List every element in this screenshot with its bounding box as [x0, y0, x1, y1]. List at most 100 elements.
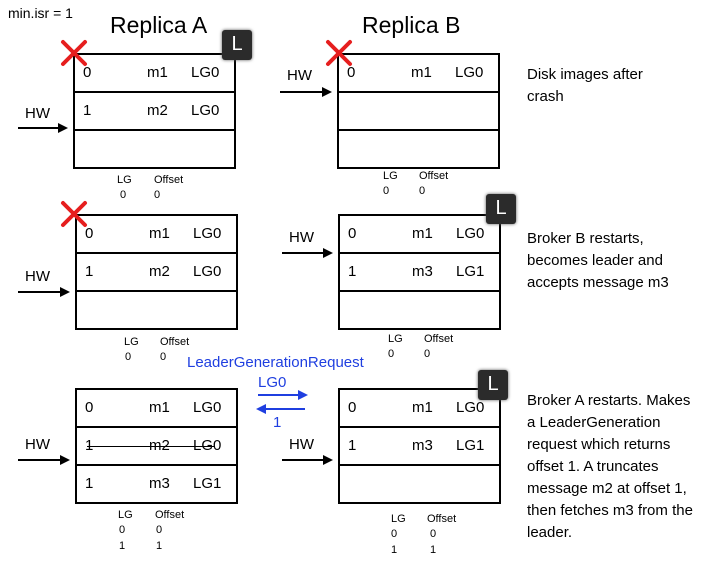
lg-column-header: LG [118, 509, 133, 521]
entry-generation: LG0 [456, 399, 485, 416]
entry-message: m3 [412, 437, 433, 454]
offset-column-header: Offset [160, 336, 190, 348]
response-payload: 1 [273, 414, 282, 431]
replica-b-log-row2: 0 m1 LG0 1 m3 LG1 [338, 214, 501, 330]
description-line: accepts message m3 [527, 274, 669, 291]
offset-column-header: Offset [155, 509, 185, 521]
lg-value: 1 [391, 544, 398, 556]
request-payload: LG0 [258, 374, 287, 391]
log-entry: 1 m3 LG1 [340, 254, 499, 292]
log-entry: 0 m1 LG0 [75, 55, 234, 93]
lg-value: 0 [120, 189, 127, 201]
offset-column-header: Offset [154, 174, 184, 186]
entry-offset: 1 [85, 437, 94, 454]
lg-column-header: LG [124, 336, 139, 348]
hw-label: HW [25, 436, 50, 453]
offset-value: 0 [430, 528, 437, 540]
description-line: crash [527, 88, 564, 105]
entry-generation: LG0 [456, 225, 485, 242]
replica-a-log-row1: 0 m1 LG0 1 m2 LG0 [73, 53, 236, 169]
entry-message: m1 [149, 225, 170, 242]
entry-generation: LG1 [456, 263, 485, 280]
entry-generation: LG0 [193, 437, 222, 454]
entry-generation: LG0 [193, 225, 222, 242]
log-entry: 1 m3 LG1 [340, 428, 499, 466]
entry-message: m1 [412, 225, 433, 242]
description-line: offset 1. A truncates [527, 458, 659, 475]
entry-generation: LG0 [191, 64, 220, 81]
row3-description: Broker A restarts. Makes a LeaderGenerat… [527, 390, 693, 544]
entry-generation: LG0 [191, 102, 220, 119]
lg-column-header: LG [391, 513, 406, 525]
lg-column-header: LG [388, 333, 403, 345]
log-entry-empty [339, 93, 498, 131]
offset-column-header: Offset [424, 333, 454, 345]
description-line: becomes leader and [527, 252, 663, 269]
entry-generation: LG0 [193, 399, 222, 416]
description-line: Disk images after [527, 66, 643, 83]
crash-x-icon [61, 40, 87, 66]
offset-column-header: Offset [427, 513, 457, 525]
offset-value: 0 [160, 351, 167, 363]
entry-offset: 0 [85, 225, 94, 242]
entry-offset: 1 [83, 102, 92, 119]
offset-value: 0 [424, 348, 431, 360]
entry-offset: 0 [83, 64, 92, 81]
offset-value: 0 [154, 189, 161, 201]
log-entry: 0 m1 LG0 [77, 390, 236, 428]
entry-offset: 0 [347, 64, 356, 81]
entry-message: m1 [147, 64, 168, 81]
replica-a-log-row3: 0 m1 LG0 1 m2 LG0 1 m3 LG1 [75, 388, 238, 504]
offset-value: 0 [156, 524, 163, 536]
description-line: Broker A restarts. Makes [527, 392, 691, 409]
hw-label: HW [289, 436, 314, 453]
entry-generation: LG0 [455, 64, 484, 81]
lg-value: 0 [383, 185, 390, 197]
request-label: LeaderGenerationRequest [187, 354, 364, 371]
replica-b-log-row1: 0 m1 LG0 [337, 53, 500, 169]
log-entry: 1 m2 LG0 [75, 93, 234, 131]
log-entry: 1 m2 LG0 [77, 254, 236, 292]
row2-description: Broker B restarts, becomes leader and ac… [527, 228, 669, 294]
lg-value: 0 [119, 524, 126, 536]
description-line: Broker B restarts, [527, 230, 644, 247]
log-entry: 0 m1 LG0 [339, 55, 498, 93]
log-entry: 0 m1 LG0 [340, 216, 499, 254]
hw-label: HW [287, 67, 312, 84]
description-line: a LeaderGeneration [527, 414, 661, 431]
hw-label: HW [25, 268, 50, 285]
entry-offset: 0 [348, 399, 357, 416]
lg-value: 1 [119, 540, 126, 552]
entry-generation: LG0 [193, 263, 222, 280]
description-line: message m2 at offset 1, [527, 480, 687, 497]
entry-offset: 1 [85, 475, 94, 492]
entry-offset: 1 [85, 263, 94, 280]
lg-value: 0 [388, 348, 395, 360]
leader-badge-icon: L [486, 194, 516, 224]
lg-column-header: LG [117, 174, 132, 186]
description-line: leader. [527, 524, 573, 541]
entry-offset: 1 [348, 437, 357, 454]
lg-value: 0 [391, 528, 398, 540]
crash-x-icon [326, 40, 352, 66]
strikethrough-line [87, 446, 215, 447]
leader-badge-icon: L [222, 30, 252, 60]
offset-value: 1 [156, 540, 163, 552]
row1-description: Disk images after crash [527, 64, 643, 108]
entry-message: m2 [149, 263, 170, 280]
hw-label: HW [25, 105, 50, 122]
entry-generation: LG1 [193, 475, 222, 492]
replica-a-log-row2: 0 m1 LG0 1 m2 LG0 [75, 214, 238, 330]
lg-value: 0 [125, 351, 132, 363]
replica-b-log-row3: 0 m1 LG0 1 m3 LG1 [338, 388, 501, 504]
log-entry: 0 m1 LG0 [340, 390, 499, 428]
hw-label: HW [289, 229, 314, 246]
log-entry: 1 m3 LG1 [77, 466, 236, 504]
entry-message: m1 [149, 399, 170, 416]
entry-message: m3 [149, 475, 170, 492]
entry-message: m2 [149, 437, 170, 454]
entry-message: m3 [412, 263, 433, 280]
log-entry: 0 m1 LG0 [77, 216, 236, 254]
config-label: min.isr = 1 [8, 5, 73, 21]
